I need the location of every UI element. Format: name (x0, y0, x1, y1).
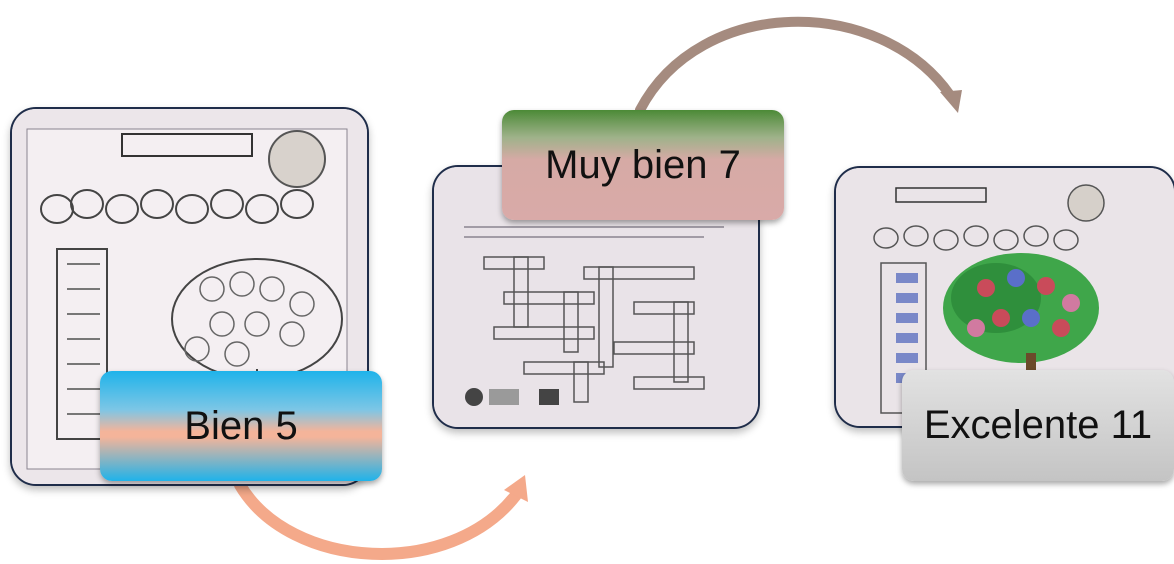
arrow-step1-to-step2 (234, 479, 522, 560)
arrow-head-step2 (504, 475, 528, 502)
step-label-muy-bien: Muy bien 7 (502, 110, 784, 220)
arrow-step2-to-step3 (635, 16, 955, 115)
arrow-head-step3 (940, 90, 962, 113)
step-label-bien: Bien 5 (100, 371, 382, 481)
step-label-text: Bien 5 (184, 403, 298, 448)
step-label-text: Muy bien 7 (545, 142, 741, 187)
step-label-text: Excelente 11 (923, 403, 1153, 447)
step-label-excelente: Excelente 11 (902, 370, 1174, 481)
